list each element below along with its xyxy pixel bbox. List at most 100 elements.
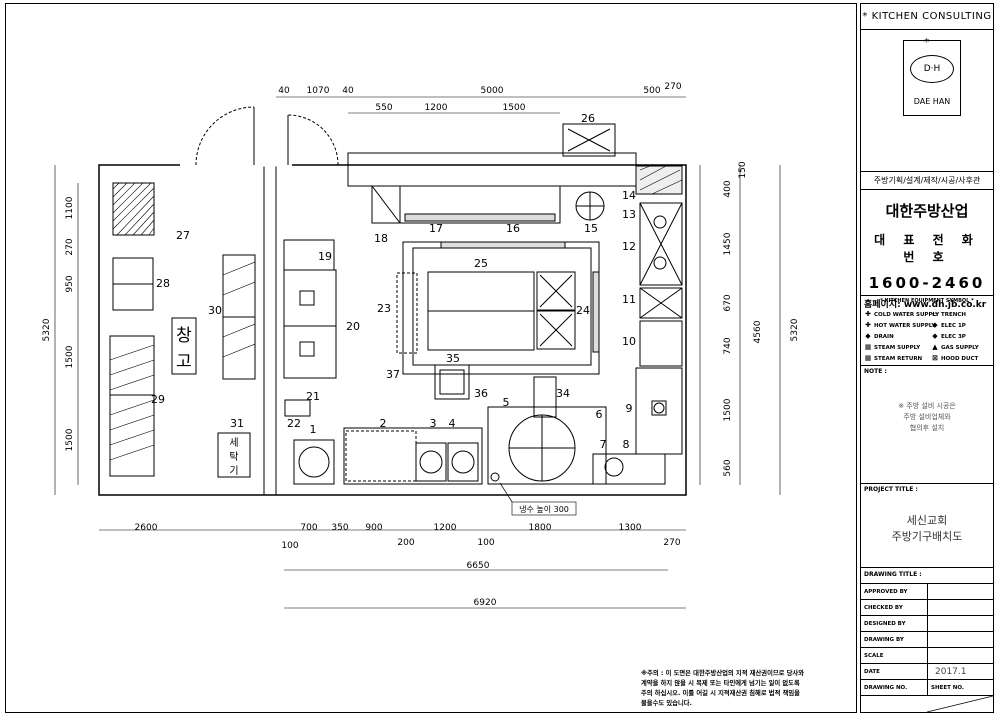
dim-bottom-1200: 1200 bbox=[434, 523, 457, 533]
dim-bottom-270: 270 bbox=[663, 538, 680, 548]
project-section: PROJECT TITLE : 세신교회 주방기구배치도 bbox=[861, 484, 993, 568]
note-line: 협의후 설치 bbox=[909, 424, 945, 432]
dim-bottom-6920: 6920 bbox=[474, 598, 497, 608]
legend-item: ▭TRENCH bbox=[931, 310, 966, 318]
washer-label-2: 탁 bbox=[229, 451, 238, 463]
elec-1p-icon: ◆ bbox=[932, 321, 938, 329]
legend-item: ◆ELEC 1P bbox=[932, 321, 966, 329]
dim-right-150: 150 bbox=[738, 161, 748, 178]
equip-num-37: 37 bbox=[386, 368, 400, 381]
equipment-legend: * KITCHEN EQUIPMENT SYMBOL * ✚COLD WATER… bbox=[861, 296, 993, 366]
dim-bottom-700: 700 bbox=[300, 523, 317, 533]
equip-num-27: 27 bbox=[176, 229, 190, 242]
equip-num-35: 35 bbox=[446, 352, 460, 365]
legend-item: ✚HOT WATER SUPPLY bbox=[865, 321, 936, 329]
equip-num-11: 11 bbox=[622, 293, 636, 306]
dim-left-5320: 5320 bbox=[42, 318, 52, 341]
dim-bottom-200: 200 bbox=[397, 538, 414, 548]
legend-item: ⊠HOOD DUCT bbox=[932, 354, 979, 362]
dim-top-1200: 1200 bbox=[425, 103, 448, 113]
project-title: 세신교회 주방기구배치도 bbox=[861, 513, 993, 545]
title-block-header: * KITCHEN CONSULTING * bbox=[861, 4, 993, 48]
equip-num-7: 7 bbox=[600, 438, 607, 451]
copyright-caution: ※주의 : 이 도면은 대한주방산업의 지적 재산권이므로 당사와 계약을 하지… bbox=[641, 669, 853, 709]
equip-num-24: 24 bbox=[576, 304, 590, 317]
equip-num-28: 28 bbox=[156, 277, 170, 290]
phone-number: 1600-2460 bbox=[868, 274, 986, 292]
dim-top-1070: 1070 bbox=[307, 86, 330, 96]
dim-left-950: 950 bbox=[65, 275, 75, 292]
dim-top-5000: 5000 bbox=[481, 86, 504, 96]
equip-num-19: 19 bbox=[318, 250, 332, 263]
kitchen-floor-plan: 40 1070 40 5000 550 1200 1500 500 270 26… bbox=[42, 82, 800, 609]
drawing-title-label: DRAWING TITLE : bbox=[864, 571, 922, 578]
caution-line: 계약을 하지 않을 시 복제 또는 타인에게 넘기는 일이 없도록 bbox=[641, 680, 800, 687]
drain-icon: ◆ bbox=[865, 332, 871, 340]
drawing-title-section: DRAWING TITLE : bbox=[861, 568, 993, 584]
dim-top-270: 270 bbox=[664, 82, 681, 92]
legend-item: ◆DRAIN bbox=[865, 332, 894, 340]
equip-num-29: 29 bbox=[151, 393, 165, 406]
tb-slash bbox=[927, 696, 993, 712]
storage-label-1: 창 bbox=[176, 326, 192, 346]
title-block: * KITCHEN CONSULTING * D·H DAE HAN 주방기획/… bbox=[860, 3, 994, 713]
legend-item: ✚COLD WATER SUPPLY bbox=[865, 310, 940, 318]
equip-num-5: 5 bbox=[503, 396, 510, 409]
equip-num-36: 36 bbox=[474, 387, 488, 400]
dim-top-550: 550 bbox=[375, 103, 392, 113]
cold-water-icon: ✚ bbox=[865, 310, 871, 318]
equip-num-26: 26 bbox=[581, 112, 595, 125]
legend-item: ▦STEAM RETURN bbox=[864, 354, 923, 362]
dim-bottom-100a: 100 bbox=[281, 541, 298, 551]
dim-left-1500a: 1500 bbox=[65, 345, 75, 368]
project-line: 주방기구배치도 bbox=[891, 530, 963, 543]
website: 홈페이지: www.dh.jb.co.kr bbox=[864, 300, 987, 310]
rep-phone-label: 대 표 전 화 번 호 bbox=[874, 233, 980, 264]
washer-label-1: 세 bbox=[229, 437, 238, 449]
equip-num-25: 25 bbox=[474, 257, 488, 270]
dim-right-670: 670 bbox=[723, 294, 733, 311]
washer-label-3: 기 bbox=[229, 465, 238, 477]
dim-top-40a: 40 bbox=[278, 86, 290, 96]
equip-num-18: 18 bbox=[374, 232, 388, 245]
equip-num-17: 17 bbox=[429, 222, 443, 235]
gas-supply-icon: ▲ bbox=[932, 343, 938, 351]
note-section: NOTE : ※ 주방 설비 시공은 주방 설비업체와 협의후 설치 bbox=[861, 366, 993, 484]
logo-name: DAE HAN bbox=[913, 97, 951, 106]
equip-num-30: 30 bbox=[208, 304, 222, 317]
drawing-frame bbox=[5, 3, 857, 713]
equip-num-20: 20 bbox=[346, 320, 360, 333]
equip-num-8: 8 bbox=[623, 438, 630, 451]
dim-right-560: 560 bbox=[723, 459, 733, 476]
dim-bottom-2600: 2600 bbox=[135, 523, 158, 533]
equip-num-14: 14 bbox=[622, 189, 636, 202]
steam-supply-icon: ▦ bbox=[864, 343, 872, 351]
equip-num-34: 34 bbox=[556, 387, 570, 400]
faucet-note: 냉수 높이 300 bbox=[519, 504, 569, 514]
equip-num-6: 6 bbox=[596, 408, 603, 421]
caution-line: ※주의 : 이 도면은 대한주방산업의 지적 재산권이므로 당사와 bbox=[641, 670, 805, 677]
project-line: 세신교회 bbox=[906, 514, 948, 527]
dim-left-1500b: 1500 bbox=[65, 428, 75, 451]
sheet-no-label: SHEET NO. bbox=[931, 685, 964, 691]
dim-bottom-350: 350 bbox=[331, 523, 348, 533]
equip-num-15: 15 bbox=[584, 222, 598, 235]
dim-bottom-6650: 6650 bbox=[467, 561, 490, 571]
equip-num-10: 10 bbox=[622, 335, 636, 348]
storage-label-2: 고 bbox=[176, 352, 192, 372]
dim-top-1500: 1500 bbox=[503, 103, 526, 113]
company-name: 대한주방산업 bbox=[885, 202, 969, 220]
legend-item: ◆ELEC 3P bbox=[932, 332, 966, 340]
note-line: ※ 주방 설비 시공은 bbox=[898, 402, 956, 410]
company-info: 대한주방산업 대 표 전 화 번 호 1600-2460 홈페이지: www.d… bbox=[861, 190, 993, 310]
dim-left-270: 270 bbox=[65, 238, 75, 255]
tb-divider bbox=[927, 584, 928, 696]
hood-duct-icon: ⊠ bbox=[932, 354, 938, 362]
legend-title: * KITCHEN EQUIPMENT SYMBOL * bbox=[880, 298, 974, 304]
note-label: NOTE : bbox=[864, 368, 887, 375]
dim-right-5320: 5320 bbox=[790, 318, 800, 341]
dim-top-40b: 40 bbox=[342, 86, 354, 96]
legend-item: ▦STEAM SUPPLY bbox=[864, 343, 921, 351]
equip-num-31: 31 bbox=[230, 417, 244, 430]
hot-water-icon: ✚ bbox=[865, 321, 871, 329]
